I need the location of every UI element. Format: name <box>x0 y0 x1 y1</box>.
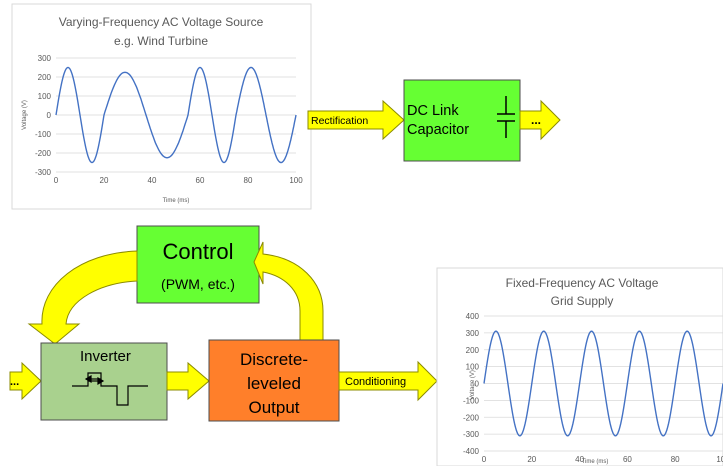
y-tick-label: 100 <box>38 92 52 101</box>
output-label-line3: Output <box>248 398 299 417</box>
x-tick-label: 60 <box>623 455 632 464</box>
chart-x-axis-label: Time (ms) <box>582 459 609 465</box>
chart-title: Varying-Frequency AC Voltage Source <box>59 15 264 29</box>
x-tick-label: 20 <box>100 176 109 185</box>
y-tick-label: 400 <box>466 312 480 321</box>
chart-y-ticks: 300 200 100 0 -100 -200 -300 <box>35 54 52 177</box>
chart-y-axis-label: Voltage (V) <box>22 100 28 130</box>
inverter-box <box>40 342 168 421</box>
chart-series-line <box>55 66 297 164</box>
y-tick-label: 300 <box>466 329 480 338</box>
chart-series-line <box>483 330 723 437</box>
chart-frame <box>11 3 312 210</box>
output-to-control-arrow <box>253 241 324 341</box>
inverter-label: Inverter <box>80 348 131 365</box>
x-tick-label: 40 <box>575 455 584 464</box>
x-tick-label: 100 <box>289 176 303 185</box>
y-tick-label: 300 <box>38 54 52 63</box>
output-box <box>208 339 340 422</box>
control-box <box>136 225 260 304</box>
rectification-label: Rectification <box>311 115 368 127</box>
conditioning-arrow <box>338 360 438 402</box>
x-tick-label: 80 <box>244 176 253 185</box>
chart-source-voltage: Varying-Frequency AC Voltage Source e.g.… <box>11 3 312 210</box>
capacitor-icon <box>497 96 515 138</box>
chart-subtitle: Grid Supply <box>551 294 614 308</box>
control-title: Control <box>163 239 234 264</box>
x-tick-label: 60 <box>196 176 205 185</box>
x-tick-label: 40 <box>148 176 157 185</box>
chart-subtitle: e.g. Wind Turbine <box>114 34 208 48</box>
control-to-inverter-arrow <box>27 250 138 345</box>
y-tick-label: 0 <box>47 111 52 120</box>
chart-x-ticks: 0 20 40 60 80 100 <box>54 176 303 185</box>
x-tick-label: 20 <box>527 455 536 464</box>
x-tick-label: 80 <box>671 455 680 464</box>
input-ellipsis: ... <box>10 376 19 388</box>
switching-waveform-icon <box>72 372 148 406</box>
dc-link-label-line1: DC Link <box>407 103 459 119</box>
chart-x-axis-label: Time (ms) <box>163 198 190 204</box>
y-tick-label: 200 <box>466 346 480 355</box>
y-tick-label: -100 <box>35 130 52 139</box>
y-tick-label: 200 <box>38 73 52 82</box>
y-tick-label: -200 <box>463 413 480 422</box>
inverter-to-output-arrow <box>166 361 210 401</box>
output-continuation-arrow <box>519 99 561 141</box>
chart-y-ticks: 400 300 200 100 0 -100 -200 -300 -400 <box>463 312 480 456</box>
chart-x-ticks: 0 20 40 60 80 100 <box>482 455 723 464</box>
dc-link-label-line2: Capacitor <box>407 122 469 138</box>
x-tick-label: 0 <box>54 176 59 185</box>
y-tick-label: -100 <box>463 396 480 405</box>
y-tick-label: -300 <box>463 430 480 439</box>
y-tick-label: 100 <box>466 363 480 372</box>
conditioning-label: Conditioning <box>345 376 406 388</box>
y-tick-label: -300 <box>35 168 52 177</box>
y-tick-label: -200 <box>35 149 52 158</box>
output-label-line2: leveled <box>247 374 301 393</box>
chart-y-axis-label: Voltage (V) <box>470 370 476 400</box>
rectification-arrow <box>307 99 405 141</box>
chart-grid-voltage: Fixed-Frequency AC Voltage Grid Supply 4… <box>436 267 723 466</box>
input-continuation-arrow <box>9 361 42 401</box>
continuation-ellipsis: ... <box>531 113 541 127</box>
output-label-line1: Discrete- <box>240 350 308 369</box>
chart-gridlines <box>56 57 296 173</box>
y-tick-label: -400 <box>463 447 480 456</box>
x-tick-label: 100 <box>716 455 723 464</box>
chart-title: Fixed-Frequency AC Voltage <box>506 276 659 290</box>
y-tick-label: 0 <box>475 380 480 389</box>
x-tick-label: 0 <box>482 455 487 464</box>
control-subtitle: (PWM, etc.) <box>161 276 235 292</box>
